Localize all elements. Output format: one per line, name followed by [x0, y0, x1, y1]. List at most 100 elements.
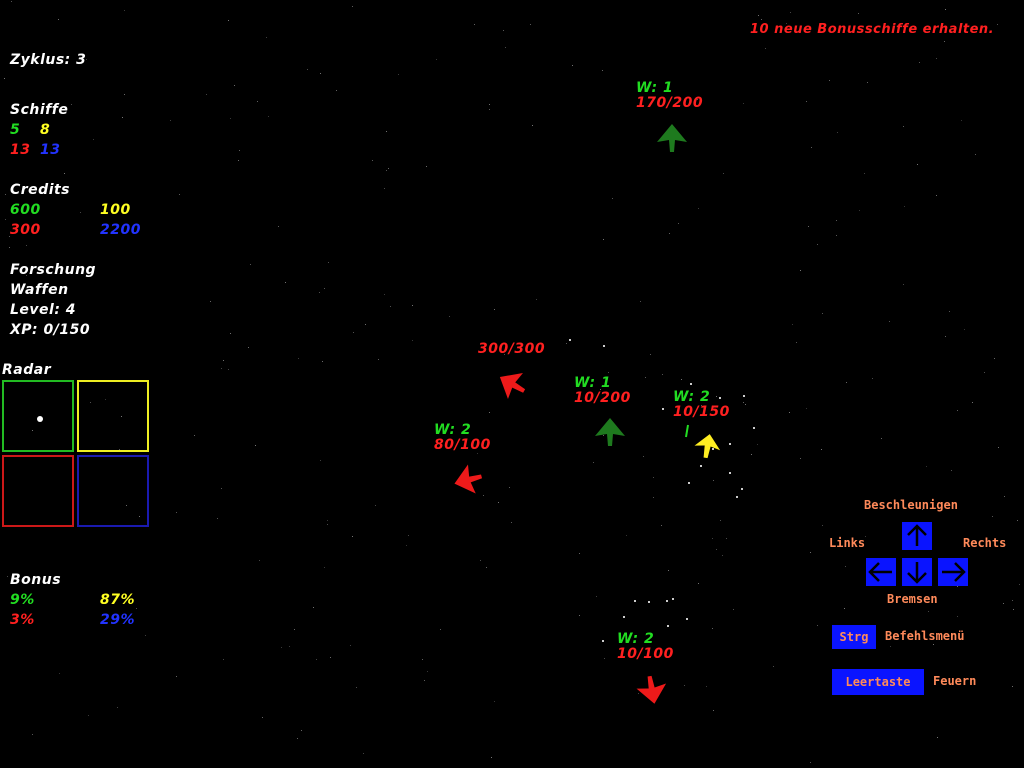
star	[716, 396, 717, 397]
ships-red: 13	[10, 142, 31, 158]
star	[328, 262, 329, 263]
star	[13, 104, 14, 105]
star	[865, 536, 866, 537]
star	[602, 70, 603, 71]
star	[406, 545, 407, 546]
star	[972, 402, 973, 403]
star	[646, 642, 647, 643]
radar-quadrant-green	[2, 380, 74, 452]
star	[511, 522, 512, 523]
star	[984, 372, 985, 373]
star	[336, 90, 337, 91]
star	[806, 101, 807, 102]
star	[653, 497, 654, 498]
star	[422, 659, 423, 660]
star	[712, 628, 713, 629]
star	[223, 659, 224, 660]
ship-health-label: 170/200	[636, 95, 704, 111]
ship-yellow-1[interactable]	[693, 432, 723, 460]
credits-green: 600	[10, 202, 41, 218]
credits-heading: Credits	[10, 182, 71, 198]
ctrl-key-button[interactable]: Strg	[832, 625, 876, 649]
space-key-button[interactable]: Leertaste	[832, 669, 924, 695]
turn-left-button[interactable]	[866, 558, 896, 586]
star	[698, 208, 699, 209]
radar-quadrant-blue	[77, 455, 149, 527]
star	[176, 676, 177, 677]
star	[398, 74, 399, 75]
star	[170, 120, 171, 121]
star	[681, 379, 682, 380]
star	[1013, 609, 1014, 610]
star	[234, 85, 235, 86]
credits-blue: 2200	[100, 222, 141, 238]
star	[119, 449, 120, 450]
status-message: 10 neue Bonusschiffe erhalten.	[750, 22, 995, 37]
ship-green-2[interactable]	[595, 418, 625, 446]
star	[320, 73, 321, 74]
star	[223, 360, 224, 361]
ship-health-label: 300/300	[478, 341, 546, 357]
star	[412, 340, 413, 341]
star	[250, 264, 251, 265]
star	[105, 399, 106, 400]
star	[386, 131, 387, 132]
arrow-up-icon	[907, 524, 927, 546]
brake-button[interactable]	[902, 558, 932, 586]
turn-right-button[interactable]	[938, 558, 968, 586]
star	[822, 313, 823, 314]
star	[297, 738, 298, 739]
ship-red-3[interactable]	[635, 674, 669, 707]
ship-red-1[interactable]	[492, 364, 531, 404]
star	[837, 132, 838, 133]
star	[145, 635, 146, 636]
ships-yellow: 8	[40, 122, 51, 138]
star	[669, 233, 670, 234]
star	[936, 58, 937, 59]
star	[786, 23, 787, 24]
star	[388, 168, 389, 169]
star	[238, 160, 239, 161]
star	[32, 734, 33, 735]
star	[903, 284, 904, 285]
star	[596, 596, 597, 597]
star	[372, 160, 373, 161]
star	[530, 24, 531, 25]
star	[608, 372, 609, 373]
star	[64, 173, 65, 174]
star	[412, 305, 413, 306]
star	[313, 607, 314, 608]
star	[811, 147, 812, 148]
star	[902, 501, 903, 502]
star	[436, 59, 437, 60]
star	[7, 576, 8, 577]
star	[994, 358, 995, 359]
ship-icon	[595, 418, 625, 446]
bonus-yellow: 87%	[100, 592, 136, 608]
star	[503, 30, 504, 31]
star	[904, 206, 905, 207]
star	[248, 347, 249, 348]
star	[661, 525, 662, 526]
star	[324, 567, 325, 568]
star	[255, 445, 256, 446]
star	[489, 412, 490, 413]
star	[1019, 584, 1020, 585]
star	[821, 449, 822, 450]
accelerate-button[interactable]	[902, 522, 932, 550]
accelerate-label: Beschleunigen	[864, 498, 958, 512]
star	[684, 685, 685, 686]
star	[757, 444, 758, 445]
star	[324, 288, 325, 289]
star	[489, 104, 490, 105]
star	[352, 536, 353, 537]
ship-green-1[interactable]	[657, 124, 687, 152]
ship-red-2[interactable]	[451, 462, 486, 498]
star	[327, 524, 328, 525]
star	[117, 619, 118, 620]
ship-weapon-label: W: 2	[434, 422, 472, 438]
star	[643, 456, 644, 457]
star	[4, 78, 5, 79]
star	[42, 193, 43, 194]
ship-icon	[499, 373, 526, 399]
